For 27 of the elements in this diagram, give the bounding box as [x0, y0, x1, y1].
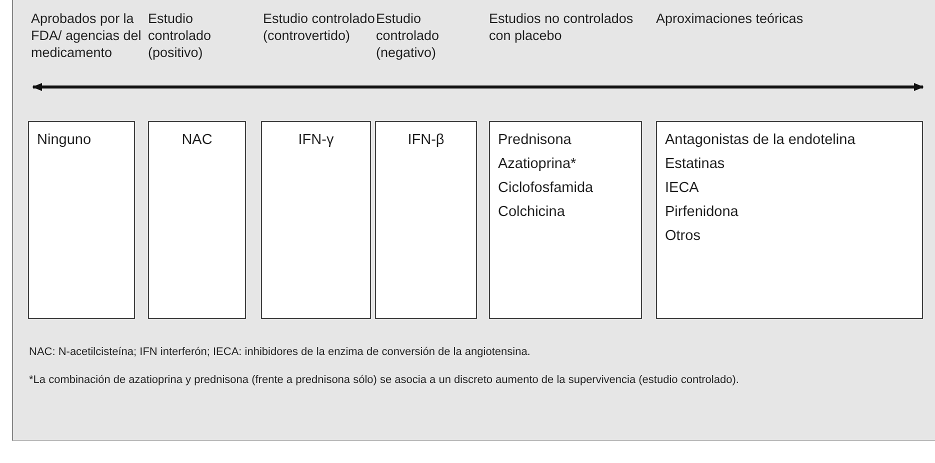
- footnote: *La combinación de azatioprina y prednisona (frente a prednisona sólo) se asocia a un discreto aumento de la supervivencia (estudio controlado).: [29, 374, 740, 387]
- column-heading: Estudio controlado (negativo): [376, 10, 440, 61]
- list-box: [28, 121, 135, 319]
- list-item: Ciclofosfamida: [498, 179, 594, 198]
- list-item: Pirfenidona: [665, 203, 740, 222]
- list-item: Prednisona: [498, 131, 572, 150]
- list-item: IFN-β: [406, 131, 446, 150]
- list-item: Ninguno: [37, 131, 92, 150]
- column-heading: Aprobados por la FDA/ agencias del medicamento: [31, 10, 142, 61]
- list-item: Azatioprina*: [498, 155, 578, 174]
- list-item: IFN-γ: [297, 131, 335, 150]
- list-item: NAC: [180, 131, 214, 150]
- column-heading: Estudios no controlados con placebo: [489, 10, 634, 44]
- list-box: [489, 121, 642, 319]
- column-heading: Estudio controlado (positivo): [148, 10, 212, 61]
- list-item: Antagonistas de la endotelina: [665, 131, 856, 150]
- list-box: [375, 121, 477, 319]
- list-item: Otros: [665, 227, 702, 246]
- list-item: Colchicina: [498, 203, 566, 222]
- column-heading: Estudio controlado (controvertido): [263, 10, 375, 44]
- column-heading: Aproximaciones teóricas: [656, 10, 804, 27]
- list-box: [261, 121, 371, 319]
- list-box: [656, 121, 923, 319]
- list-item: Estatinas: [665, 155, 726, 174]
- list-box: [148, 121, 246, 319]
- footnote: NAC: N-acetilcisteína; IFN interferón; IECA: inhibidores de la enzima de conversión de la angiotensina.: [29, 346, 532, 359]
- list-item: IECA: [665, 179, 700, 198]
